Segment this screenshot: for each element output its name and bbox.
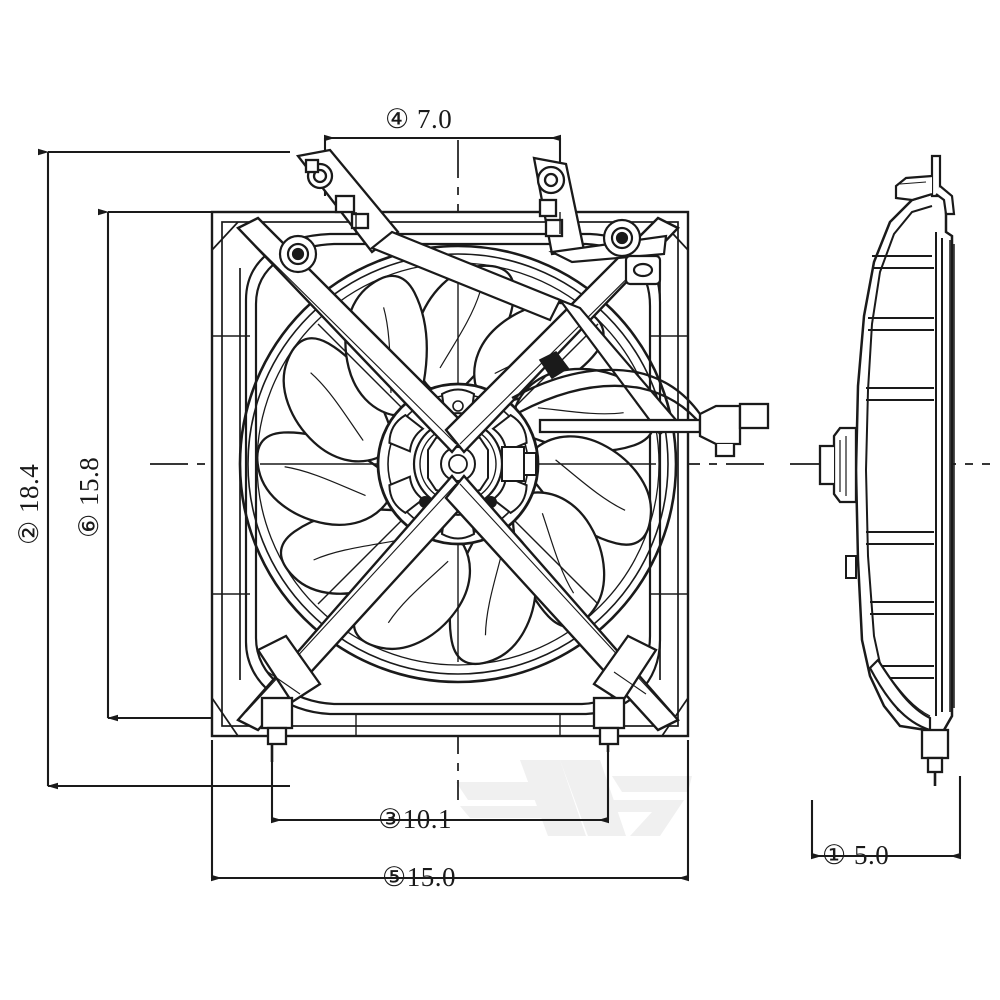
lower-mount-foot-right — [592, 634, 658, 752]
side-mount-foot — [920, 728, 950, 786]
side-internal-ribs — [866, 255, 934, 679]
side-upper-mount-bracket — [894, 154, 956, 216]
dim-1-extension-lines — [810, 776, 962, 856]
side-view — [790, 154, 990, 786]
dim-3-extension-lines — [270, 752, 610, 820]
lower-mount-foot-left — [256, 634, 322, 762]
dim-label-1: ① 5.0 — [822, 840, 889, 870]
dim-label-3: ③10.1 — [378, 804, 452, 834]
dim-label-6: ⑥ 15.8 — [74, 457, 104, 538]
dim-label-5: ⑤15.0 — [382, 862, 456, 892]
dim-2-extension-lines — [48, 150, 290, 788]
harness-lead — [538, 418, 702, 434]
watermark-logo — [456, 760, 692, 836]
front-view — [150, 140, 770, 800]
harness-connector — [698, 402, 770, 458]
side-harness-lug — [845, 555, 857, 579]
upper-mount-tab-left — [295, 148, 400, 254]
dim-label-2: ② 18.4 — [14, 464, 44, 545]
hub-spokes — [260, 266, 656, 662]
shroud-boss-left — [278, 234, 318, 274]
motor-shaft-stub — [501, 446, 537, 482]
dimension-framework — [38, 134, 962, 882]
harness-clip — [538, 350, 570, 380]
dim-label-4: ④ 7.0 — [385, 104, 452, 134]
wire-harness — [511, 368, 703, 427]
dim-5-extension-lines — [210, 740, 690, 878]
side-motor-housing — [818, 426, 858, 504]
shroud-stiffeners — [212, 212, 688, 736]
side-outer-skin — [949, 240, 955, 712]
shroud-boss-right — [602, 218, 642, 258]
fan-hub — [376, 382, 540, 546]
shroud-boss-plate — [624, 254, 662, 286]
side-shroud-body — [854, 190, 954, 758]
